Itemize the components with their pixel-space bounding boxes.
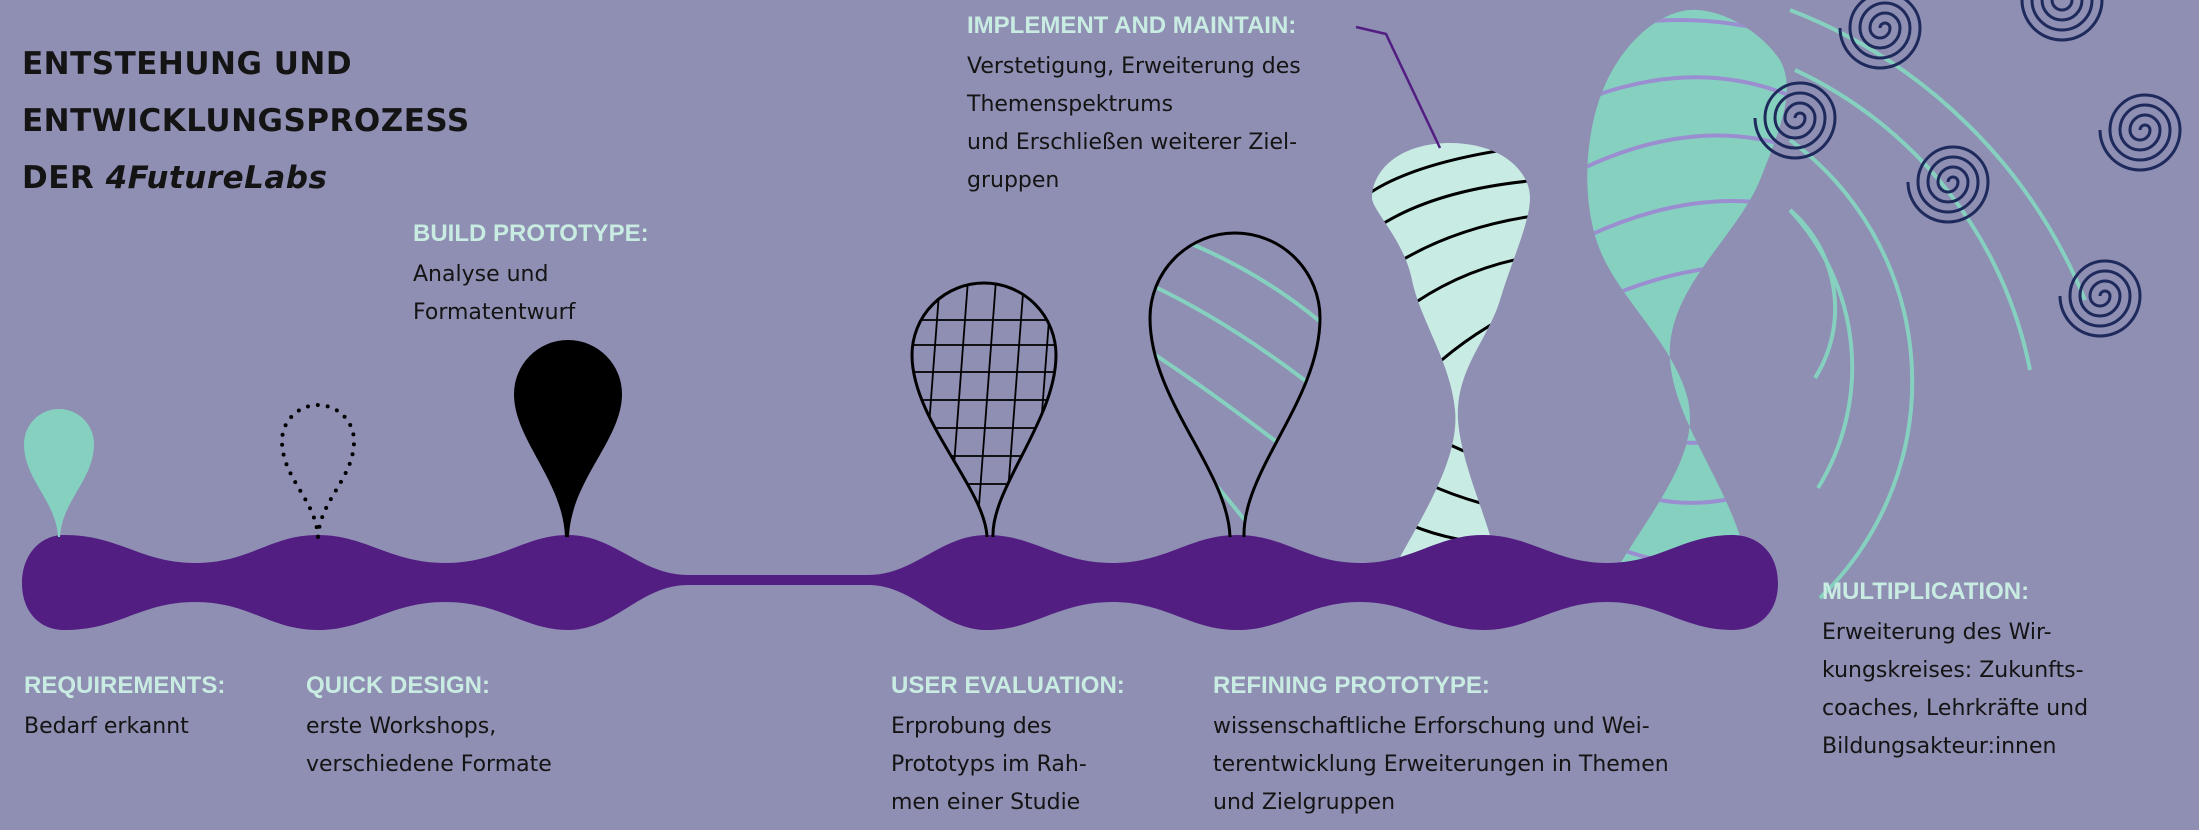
multiplication-ripples <box>1788 8 2087 600</box>
step-line: verschiedene Formate <box>306 752 552 777</box>
step-heading: IMPLEMENT AND MAINTAIN: <box>967 12 1297 39</box>
title-line-2: ENTWICKLUNGSPROZESS <box>22 103 470 139</box>
step-requirements: REQUIREMENTS: Bedarf erkannt <box>24 672 225 746</box>
step-description: wissenschaftliche Erforschung und Wei- t… <box>1213 708 1669 822</box>
step-line: Erweiterung des Wir- <box>1822 620 2052 645</box>
step-implement-maintain: IMPLEMENT AND MAINTAIN: Verstetigung, Er… <box>967 12 1301 200</box>
step-line: Formatentwurf <box>413 300 576 325</box>
step-line: Analyse und <box>413 262 549 287</box>
process-track <box>22 535 1778 630</box>
step-heading: REQUIREMENTS: <box>24 672 226 699</box>
build-prototype-drop <box>514 340 622 537</box>
step-multiplication: MULTIPLICATION: Erweiterung des Wir- kun… <box>1822 578 2088 766</box>
step-description: Erprobung des Prototyps im Rah- men eine… <box>891 708 1125 822</box>
step-refining-prototype: REFINING PROTOTYPE: wissenschaftliche Er… <box>1213 672 1669 822</box>
user-evaluation-drop <box>910 281 1058 538</box>
title-line-3-prefix: DER <box>22 160 106 196</box>
quick-design-dotted-drop <box>279 403 357 539</box>
step-line: und Zielgruppen <box>1213 790 1396 815</box>
step-line: men einer Studie <box>891 790 1081 815</box>
step-build-prototype: BUILD PROTOTYPE: Analyse und Formatentwu… <box>413 220 649 332</box>
requirements-drop <box>24 409 94 537</box>
step-line: coaches, Lehrkräfte und <box>1822 696 2089 721</box>
step-line: Erprobung des <box>891 714 1052 739</box>
step-user-evaluation: USER EVALUATION: Erprobung des Prototyps… <box>891 672 1125 822</box>
step-heading: REFINING PROTOTYPE: <box>1213 672 1490 699</box>
step-line: Prototyps im Rah- <box>891 752 1087 777</box>
step-heading: USER EVALUATION: <box>891 672 1125 699</box>
step-quick-design: QUICK DESIGN: erste Workshops, verschied… <box>306 672 552 784</box>
multiplication-spirals <box>1753 0 2182 338</box>
step-heading: QUICK DESIGN: <box>306 672 491 699</box>
page-title: ENTSTEHUNG UND ENTWICKLUNGSPROZESS DER 4… <box>22 36 470 207</box>
title-brand: 4FutureLabs <box>105 160 328 196</box>
step-line: und Erschließen weiterer Ziel- <box>967 130 1298 155</box>
implement-pointer-line <box>1355 25 1442 149</box>
step-line: erste Workshops, <box>306 714 497 739</box>
title-line-1: ENTSTEHUNG UND <box>22 46 353 82</box>
step-heading: MULTIPLICATION: <box>1822 578 2030 605</box>
step-description: Verstetigung, Erweiterung des Themenspek… <box>967 48 1301 200</box>
step-line: Verstetigung, Erweiterung des <box>967 54 1301 79</box>
step-line: wissenschaftliche Erforschung und Wei- <box>1213 714 1650 739</box>
step-line: Themenspektrums <box>967 92 1174 117</box>
step-line: Bildungsakteur:innen <box>1822 734 2057 759</box>
step-line: kungskreises: Zukunfts- <box>1822 658 2084 683</box>
step-description: erste Workshops, verschiedene Formate <box>306 708 552 784</box>
step-line: gruppen <box>967 168 1060 193</box>
multiplication-shape <box>1587 9 1787 580</box>
step-line: terentwicklung Erweiterungen in Themen <box>1213 752 1669 777</box>
step-line: Bedarf erkannt <box>24 714 189 739</box>
step-description: Bedarf erkannt <box>24 708 225 746</box>
step-heading: BUILD PROTOTYPE: <box>413 220 649 247</box>
refining-prototype-drop <box>1148 231 1322 538</box>
title-line-3: DER 4FutureLabs <box>22 150 470 207</box>
implement-maintain-shape <box>1372 143 1530 575</box>
step-description: Analyse und Formatentwurf <box>413 256 649 332</box>
step-description: Erweiterung des Wir- kungskreises: Zukun… <box>1822 614 2088 766</box>
